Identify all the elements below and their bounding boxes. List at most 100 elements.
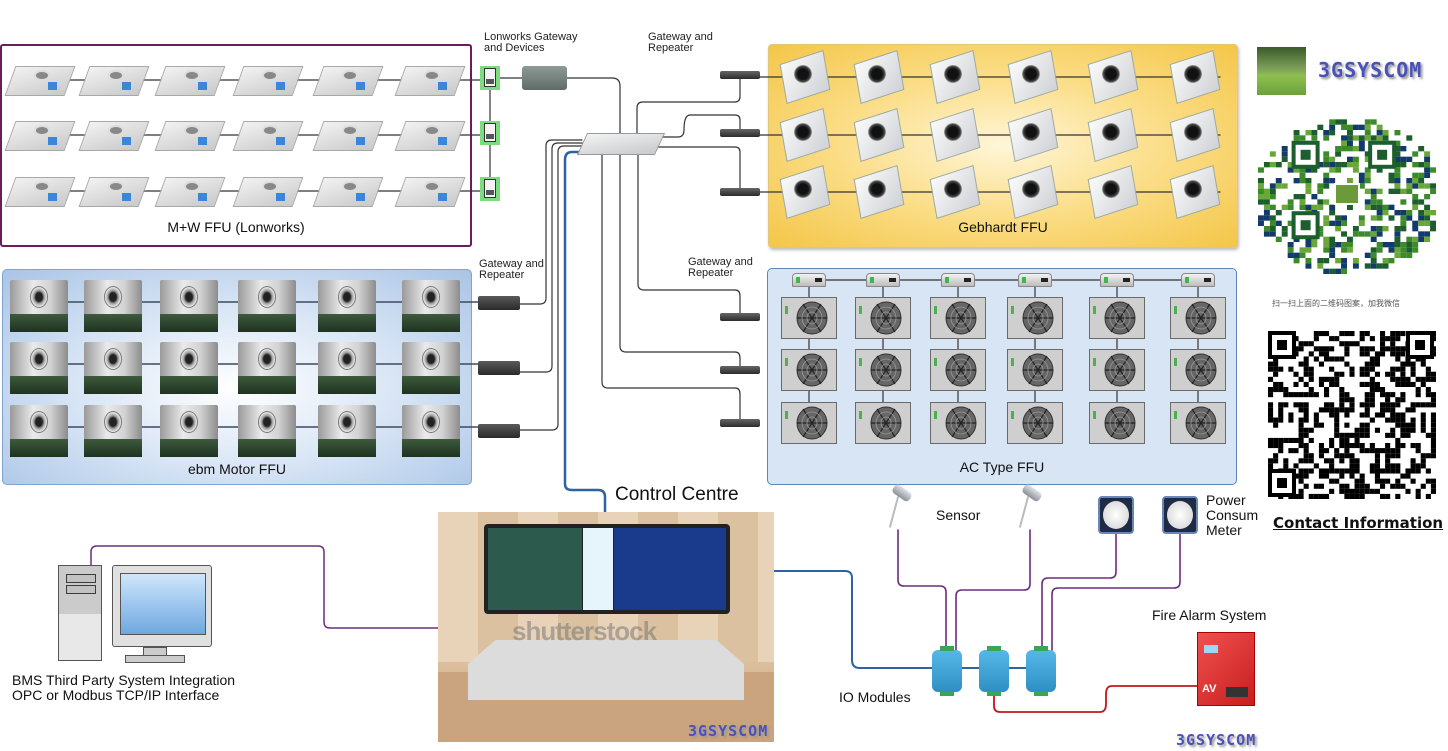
gebhardt-ffu-unit[interactable] <box>928 108 981 162</box>
ac-ffu-unit[interactable] <box>855 297 911 339</box>
ebm-ffu-unit[interactable] <box>238 280 296 332</box>
ac-gateway-2[interactable] <box>720 366 760 374</box>
gebhardt-ffu-unit[interactable] <box>928 50 981 104</box>
gebhardt-ffu-unit[interactable] <box>1086 50 1139 104</box>
ac-ffu-controller[interactable] <box>1100 273 1134 287</box>
lonworks-device-2[interactable] <box>480 121 500 145</box>
gebhardt-gateway-1[interactable] <box>720 71 760 79</box>
ac-ffu-unit[interactable] <box>1007 349 1063 391</box>
ac-ffu-unit[interactable] <box>1170 349 1226 391</box>
network-switch[interactable] <box>576 133 666 155</box>
ac-ffu-unit[interactable] <box>855 349 911 391</box>
mw-ffu-unit[interactable] <box>232 115 304 153</box>
contact-qr-code[interactable] <box>1268 331 1436 499</box>
gebhardt-ffu-unit[interactable] <box>1006 165 1059 219</box>
lonworks-device-3[interactable] <box>480 177 500 201</box>
mw-ffu-unit[interactable] <box>232 60 304 98</box>
mw-ffu-unit[interactable] <box>394 115 466 153</box>
ebm-ffu-unit[interactable] <box>84 280 142 332</box>
ac-ffu-unit[interactable] <box>1089 297 1145 339</box>
fire-alarm-panel-icon[interactable]: AV <box>1197 632 1255 706</box>
ac-ffu-controller[interactable] <box>1018 273 1052 287</box>
gebhardt-ffu-unit[interactable] <box>1168 165 1221 219</box>
io-module-2[interactable] <box>979 646 1009 696</box>
ebm-ffu-unit[interactable] <box>318 405 376 457</box>
ac-ffu-unit[interactable] <box>855 402 911 444</box>
mw-ffu-unit[interactable] <box>232 171 304 209</box>
bms-monitor-icon[interactable] <box>112 565 212 647</box>
ebm-ffu-unit[interactable] <box>238 342 296 394</box>
ac-ffu-unit[interactable] <box>930 297 986 339</box>
ebm-ffu-unit[interactable] <box>402 342 460 394</box>
wechat-qr-code[interactable] <box>1258 114 1436 274</box>
ebm-gateway-2[interactable] <box>478 361 520 375</box>
mw-ffu-unit[interactable] <box>78 115 150 153</box>
gebhardt-ffu-unit[interactable] <box>852 108 905 162</box>
contact-information-link[interactable]: Contact Information <box>1273 514 1444 532</box>
mw-ffu-unit[interactable] <box>394 171 466 209</box>
gebhardt-ffu-unit[interactable] <box>852 165 905 219</box>
ebm-ffu-unit[interactable] <box>160 342 218 394</box>
mw-ffu-unit[interactable] <box>78 171 150 209</box>
ebm-ffu-unit[interactable] <box>318 280 376 332</box>
gebhardt-ffu-unit[interactable] <box>1006 50 1059 104</box>
ac-ffu-unit[interactable] <box>781 402 837 444</box>
ebm-ffu-unit[interactable] <box>160 280 218 332</box>
gebhardt-ffu-unit[interactable] <box>852 50 905 104</box>
ebm-ffu-unit[interactable] <box>10 280 68 332</box>
io-module-1[interactable] <box>932 646 962 696</box>
ac-ffu-controller[interactable] <box>866 273 900 287</box>
ac-ffu-unit[interactable] <box>781 297 837 339</box>
mw-ffu-unit[interactable] <box>78 60 150 98</box>
mw-ffu-unit[interactable] <box>154 115 226 153</box>
ac-ffu-controller[interactable] <box>941 273 975 287</box>
ac-ffu-unit[interactable] <box>781 349 837 391</box>
ebm-ffu-unit[interactable] <box>160 405 218 457</box>
ebm-ffu-unit[interactable] <box>10 405 68 457</box>
gebhardt-ffu-unit[interactable] <box>1086 165 1139 219</box>
control-centre-image[interactable]: shutterstock <box>438 512 774 742</box>
gebhardt-ffu-unit[interactable] <box>778 165 831 219</box>
ebm-ffu-unit[interactable] <box>84 342 142 394</box>
ebm-ffu-unit[interactable] <box>10 342 68 394</box>
gebhardt-gateway-2[interactable] <box>720 129 760 137</box>
io-module-3[interactable] <box>1026 646 1056 696</box>
ac-ffu-unit[interactable] <box>1007 402 1063 444</box>
ac-ffu-unit[interactable] <box>930 349 986 391</box>
ebm-gateway-1[interactable] <box>478 296 520 310</box>
ac-gateway-1[interactable] <box>720 313 760 321</box>
ac-ffu-controller[interactable] <box>1181 273 1215 287</box>
lonworks-gateway-controller[interactable] <box>522 66 567 90</box>
mw-ffu-unit[interactable] <box>4 115 76 153</box>
ac-ffu-unit[interactable] <box>930 402 986 444</box>
sensor-icon-1[interactable] <box>888 483 914 530</box>
ac-ffu-unit[interactable] <box>1170 297 1226 339</box>
ac-gateway-3[interactable] <box>720 419 760 427</box>
gebhardt-ffu-unit[interactable] <box>928 165 981 219</box>
gebhardt-ffu-unit[interactable] <box>778 50 831 104</box>
ac-ffu-controller[interactable] <box>792 273 826 287</box>
mw-ffu-unit[interactable] <box>154 171 226 209</box>
sensor-icon-2[interactable] <box>1018 483 1044 530</box>
ebm-ffu-unit[interactable] <box>402 280 460 332</box>
mw-ffu-unit[interactable] <box>312 171 384 209</box>
lonworks-device-1[interactable] <box>480 66 500 90</box>
ac-ffu-unit[interactable] <box>1007 297 1063 339</box>
mw-ffu-unit[interactable] <box>4 60 76 98</box>
power-meter-icon-1[interactable] <box>1098 496 1134 534</box>
ebm-gateway-3[interactable] <box>478 424 520 438</box>
gebhardt-ffu-unit[interactable] <box>778 108 831 162</box>
ac-ffu-unit[interactable] <box>1089 349 1145 391</box>
gebhardt-ffu-unit[interactable] <box>1168 50 1221 104</box>
gebhardt-ffu-unit[interactable] <box>1006 108 1059 162</box>
ebm-ffu-unit[interactable] <box>238 405 296 457</box>
ac-ffu-unit[interactable] <box>1170 402 1226 444</box>
mw-ffu-unit[interactable] <box>154 60 226 98</box>
mw-ffu-unit[interactable] <box>394 60 466 98</box>
ebm-ffu-unit[interactable] <box>84 405 142 457</box>
gebhardt-ffu-unit[interactable] <box>1168 108 1221 162</box>
bms-pc-tower-icon[interactable] <box>58 565 102 661</box>
mw-ffu-unit[interactable] <box>4 171 76 209</box>
ebm-ffu-unit[interactable] <box>402 405 460 457</box>
ac-ffu-unit[interactable] <box>1089 402 1145 444</box>
